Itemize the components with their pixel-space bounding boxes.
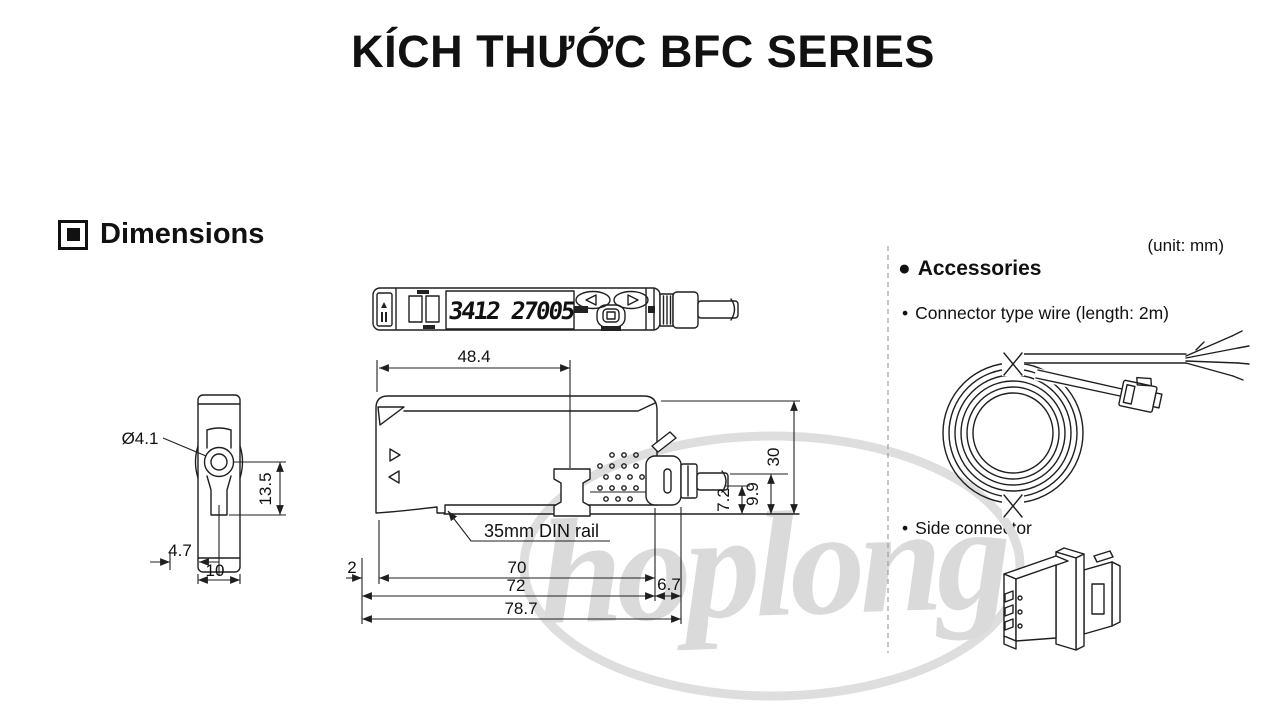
triangle-right-icon [389,448,401,462]
item-bullet-icon: • [902,303,909,323]
page-title: KÍCH THƯỚC BFC SERIES [351,26,935,77]
accessory-item-connector-wire: • Connector type wire (length: 2m) [902,303,1169,324]
right-arrow-icon [627,294,639,306]
item-bullet-icon: • [902,518,909,538]
cable [697,300,739,319]
accessories-heading-label: Accessories [917,257,1042,280]
cable [696,472,729,491]
fiber-boss [203,446,235,478]
dim-hole-diameter: Ø4.1 [122,429,159,448]
indicator-window [425,295,440,323]
lcd-display-value: 3412 27005 [447,297,576,325]
dim-height: 30 [764,448,783,467]
accessory-item-label: Connector type wire (length: 2m) [915,303,1170,323]
cable-break-mark [730,298,736,321]
dim-rail-width: 70 [508,558,527,577]
dim-cable-top: 9.9 [743,482,762,506]
stripped-wire-ends [1185,330,1250,381]
left-arrow-button[interactable] [575,290,611,310]
left-arrow-icon [585,294,597,306]
side-connector-illustration [1003,547,1121,651]
cable-tie-icon [1003,352,1023,376]
right-arrow-button[interactable] [613,290,649,310]
cable-boot [672,291,699,329]
cable-boot [680,463,698,499]
latch-lever [651,431,677,453]
connector-wire-illustration [942,330,1250,518]
lock-arrow-icon [381,302,387,308]
amplifier-side-view: 48.4 30 9.9 7.2 35mm DIN rail 2 [346,347,800,624]
pin-slots [1004,590,1023,631]
dim-center-height: 13.5 [256,472,275,505]
dim-cable-bottom: 7.2 [714,488,733,512]
dim-body-width: 72 [507,576,526,595]
wire-connector-plug [1118,376,1163,413]
amplifier-end-view: Ø4.1 13.5 4.7 10 [122,394,286,584]
micro-label [648,306,655,313]
amplifier-top-view: 3412 27005 [372,287,739,331]
micro-label [601,326,621,331]
vent-holes [597,452,645,502]
triangle-left-icon [388,470,400,484]
latch [1093,550,1114,563]
square-marker-icon [58,219,88,250]
dim-width: 10 [206,561,225,580]
din-clip [553,468,591,517]
unit-note: (unit: mm) [1147,236,1225,255]
cable-tie-icon [1003,494,1023,518]
corner-wedge [377,406,405,426]
dimensions-heading: Dimensions [58,218,264,251]
micro-label [417,290,429,294]
dim-offset: 4.7 [168,541,192,560]
micro-label [574,306,588,313]
fiber-lock-lever [376,292,393,327]
din-rail-note: 35mm DIN rail [484,521,599,541]
fiber-hole [210,453,228,471]
dim-left-offset: 2 [347,558,356,577]
dimensions-heading-label: Dimensions [100,218,265,250]
dim-right-offset: 6.7 [657,575,681,594]
micro-label [423,325,435,329]
accessories-heading: ● Accessories [898,257,1041,281]
cable-break-mark [721,470,727,493]
dim-total-width: 78.7 [504,599,537,618]
dim-top-width: 48.4 [457,347,490,366]
accessories-bullet-icon: ● [898,257,911,280]
watermark: hoplong [519,431,1025,701]
indicator-window [408,295,423,323]
